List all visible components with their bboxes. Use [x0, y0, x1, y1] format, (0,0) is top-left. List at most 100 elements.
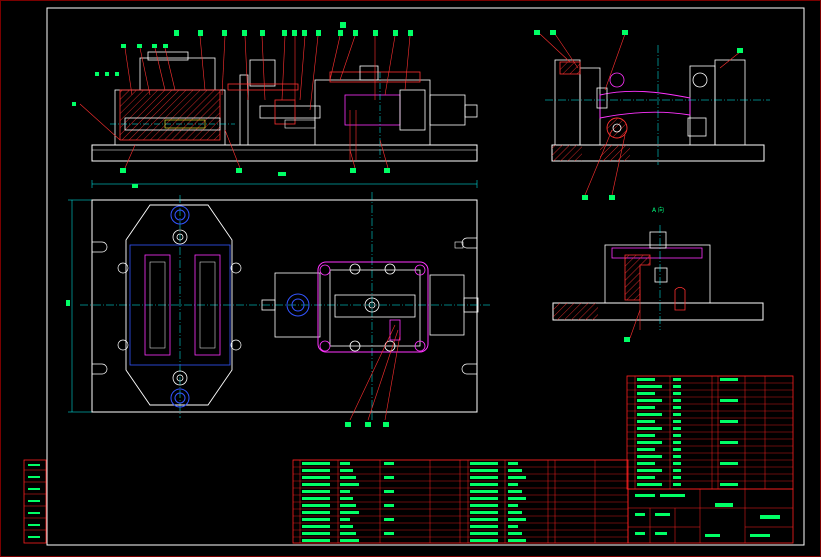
bom-cell — [508, 469, 522, 472]
bom-cell — [302, 511, 330, 514]
bom-cell — [470, 490, 498, 493]
bom-cell — [508, 532, 522, 535]
bom-table — [292, 459, 629, 544]
bom-cell — [470, 483, 498, 486]
dimension-lines — [68, 180, 478, 413]
bom-cell — [302, 504, 330, 507]
parts-list-cell — [637, 427, 662, 430]
front-view — [72, 22, 478, 173]
parts-list-cell — [673, 399, 681, 402]
bom-cell — [508, 497, 526, 500]
bom-cell — [340, 490, 350, 493]
parts-list-cell — [637, 462, 655, 465]
bom-cell — [384, 476, 394, 479]
parts-list-cell — [720, 420, 738, 423]
bom-cell — [508, 518, 526, 521]
bom-cell — [302, 518, 330, 521]
parts-list-cell — [673, 462, 681, 465]
parts-list-cell — [637, 441, 662, 444]
parts-list-cell — [637, 476, 655, 479]
parts-list-cell — [673, 483, 681, 486]
parts-list-cell — [720, 441, 738, 444]
parts-list-cell — [637, 469, 662, 472]
title-block — [627, 488, 794, 544]
parts-list-cell — [673, 434, 681, 437]
parts-list-cell — [673, 448, 681, 451]
parts-list-table — [626, 375, 794, 490]
parts-list-cell — [637, 385, 662, 388]
parts-list-cell — [673, 385, 681, 388]
bom-cell — [470, 532, 498, 535]
bom-cell — [470, 504, 498, 507]
parts-list-cell — [673, 378, 681, 381]
bom-cell — [470, 476, 498, 479]
binding-strip — [23, 459, 47, 544]
view-label: A 向 — [652, 206, 664, 214]
sheet-border-inner — [46, 7, 805, 546]
bom-cell — [384, 462, 394, 465]
parts-list-cell — [637, 413, 662, 416]
parts-list-cell — [673, 441, 681, 444]
aux-view: A 向 — [552, 206, 764, 342]
bom-cell — [508, 476, 526, 479]
bom-cell — [302, 525, 330, 528]
parts-list-cell — [637, 406, 655, 409]
bom-cell — [340, 497, 353, 500]
parts-list-cell — [637, 420, 655, 423]
bom-cell — [508, 490, 522, 493]
parts-list-cell — [673, 420, 681, 423]
bom-cell — [470, 462, 498, 465]
parts-list-cell — [720, 399, 738, 402]
bom-cell — [340, 462, 350, 465]
parts-list-cell — [720, 378, 738, 381]
bom-cell — [508, 504, 518, 507]
bom-cell — [384, 532, 394, 535]
bom-cell — [508, 483, 518, 486]
bom-cell — [508, 539, 526, 542]
bom-cell — [470, 539, 498, 542]
bom-cell — [340, 518, 350, 521]
parts-list-cell — [637, 399, 662, 402]
bom-cell — [384, 490, 394, 493]
bom-cell — [470, 518, 498, 521]
parts-list-cell — [673, 427, 681, 430]
bom-cell — [302, 462, 330, 465]
parts-list-cell — [673, 455, 681, 458]
bom-cell — [470, 469, 498, 472]
bom-cell — [470, 511, 498, 514]
bom-cell — [340, 532, 356, 535]
parts-list-cell — [673, 406, 681, 409]
parts-list-cell — [637, 455, 662, 458]
parts-list-cell — [637, 434, 655, 437]
bom-cell — [470, 497, 498, 500]
bom-cell — [508, 462, 518, 465]
bom-cell — [470, 525, 498, 528]
bom-cell — [302, 497, 330, 500]
plan-view — [80, 192, 490, 427]
bom-cell — [508, 511, 522, 514]
bom-cell — [340, 476, 356, 479]
side-view — [534, 30, 770, 200]
parts-list-cell — [637, 392, 655, 395]
bom-cell — [302, 483, 330, 486]
bom-cell — [302, 469, 330, 472]
bom-cell — [384, 518, 394, 521]
bom-cell — [340, 525, 353, 528]
parts-list-cell — [673, 413, 681, 416]
bom-cell — [340, 504, 356, 507]
bom-cell — [340, 483, 359, 486]
parts-list-cell — [637, 448, 655, 451]
parts-list-cell — [720, 483, 738, 486]
parts-list-cell — [637, 378, 655, 381]
bom-cell — [340, 469, 353, 472]
parts-list-cell — [637, 483, 662, 486]
bom-cell — [340, 511, 359, 514]
parts-list-cell — [720, 462, 738, 465]
bom-cell — [384, 504, 394, 507]
parts-list-cell — [673, 476, 681, 479]
parts-list-cell — [673, 469, 681, 472]
bom-cell — [302, 490, 330, 493]
bom-cell — [340, 539, 359, 542]
bom-cell — [508, 525, 518, 528]
bom-cell — [302, 539, 330, 542]
